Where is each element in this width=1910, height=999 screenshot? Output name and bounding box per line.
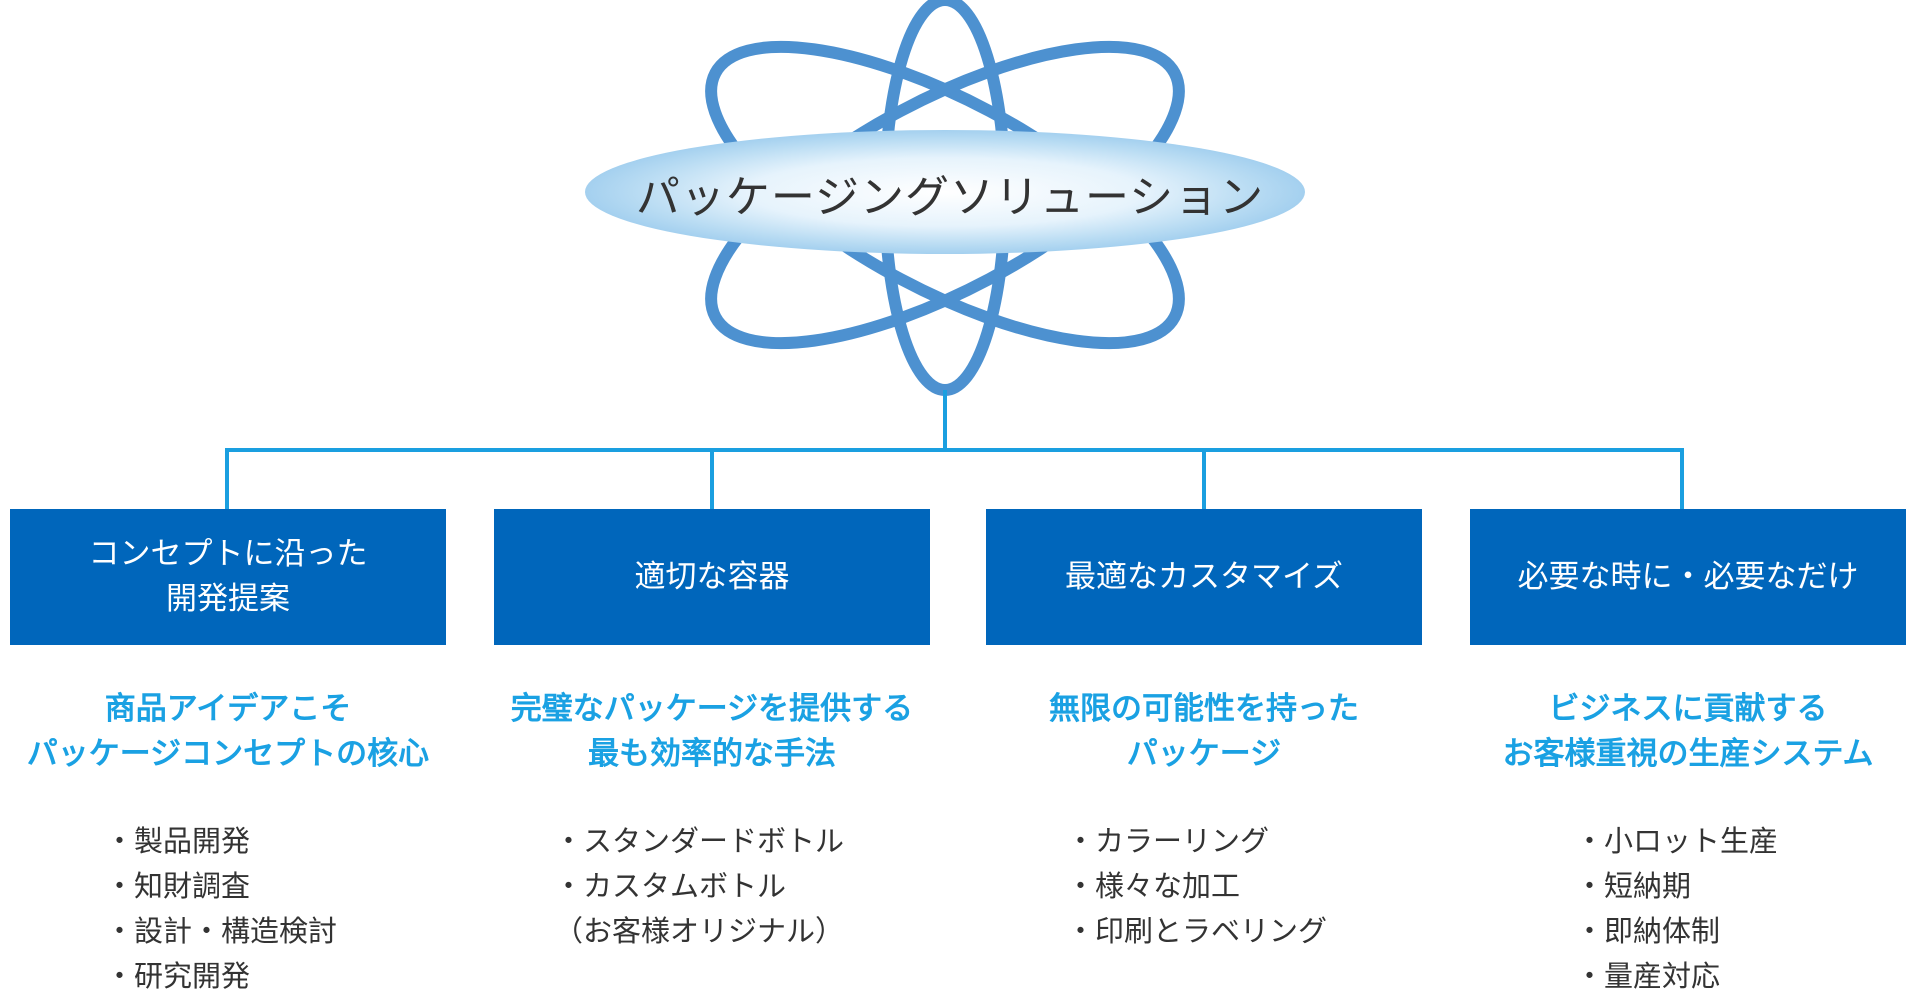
heading-line: 完璧なパッケージを提供する xyxy=(510,691,914,727)
orbit-diagonal-right xyxy=(705,40,1185,350)
category-box: 最適なカスタマイズ xyxy=(986,509,1422,645)
item-list: ・スタンダードボトル ・カスタムボトル （お客様オリジナル） xyxy=(494,819,930,954)
heading-line: 最も効率的な手法 xyxy=(588,735,836,772)
box-label-line: 最適なカスタマイズ xyxy=(1064,558,1344,595)
item-list: ・製品開発 ・知財調査 ・設計・構造検討 ・研究開発 xyxy=(10,819,446,999)
column-concept: コンセプトに沿った開発提案 商品アイデアこそパッケージコンセプトの核心 ・製品開… xyxy=(10,509,446,999)
list-item: ・様々な加工 xyxy=(1066,868,1241,903)
column-customize: 最適なカスタマイズ 無限の可能性を持ったパッケージ ・カラーリング ・様々な加工… xyxy=(986,509,1422,954)
orbit-diagonal-left xyxy=(705,40,1185,350)
list-item: ・印刷とラベリング xyxy=(1066,913,1328,948)
list-item: ・小ロット生産 xyxy=(1575,823,1779,858)
list-item: ・製品開発 xyxy=(105,823,251,858)
box-label-line: 開発提案 xyxy=(166,581,290,617)
list-item: ・量産対応 xyxy=(1575,958,1721,993)
heading-line: パッケージ xyxy=(1126,735,1282,772)
list-item: ・スタンダードボトル xyxy=(554,823,845,858)
list-item: ・知財調査 xyxy=(105,868,251,903)
category-heading: ビジネスに貢献するお客様重視の生産システム xyxy=(1470,687,1906,777)
category-box: コンセプトに沿った開発提案 xyxy=(10,509,446,645)
list-item: ・研究開発 xyxy=(105,958,251,993)
box-label-line: コンセプトに沿った xyxy=(88,536,368,573)
heading-line: ビジネスに貢献する xyxy=(1548,691,1828,727)
heading-line: お客様重視の生産システム xyxy=(1502,735,1874,772)
heading-line: 無限の可能性を持った xyxy=(1049,691,1359,727)
connector-lines xyxy=(225,390,1684,509)
title-glow xyxy=(585,130,1305,254)
diagram-title: パッケージングソリューション xyxy=(635,172,1265,223)
category-heading: 商品アイデアこそパッケージコンセプトの核心 xyxy=(10,687,446,777)
category-heading: 無限の可能性を持ったパッケージ xyxy=(986,687,1422,777)
list-item: ・即納体制 xyxy=(1575,913,1721,948)
heading-line: パッケージコンセプトの核心 xyxy=(26,735,430,772)
category-box: 必要な時に・必要なだけ xyxy=(1470,509,1906,645)
list-item: ・カラーリング xyxy=(1066,823,1270,858)
item-list: ・カラーリング ・様々な加工 ・印刷とラベリング xyxy=(986,819,1422,954)
box-label-line: 必要な時に・必要なだけ xyxy=(1517,558,1859,595)
column-production: 必要な時に・必要なだけ ビジネスに貢献するお客様重視の生産システム ・小ロット生… xyxy=(1470,509,1906,999)
category-heading: 完璧なパッケージを提供する最も効率的な手法 xyxy=(494,687,930,777)
list-item: ・カスタムボトル xyxy=(554,868,787,903)
category-box: 適切な容器 xyxy=(494,509,930,645)
heading-line: 商品アイデアこそ xyxy=(104,691,352,727)
item-list: ・小ロット生産 ・短納期 ・即納体制 ・量産対応 xyxy=(1470,819,1906,999)
column-container: 適切な容器 完璧なパッケージを提供する最も効率的な手法 ・スタンダードボトル ・… xyxy=(494,509,930,954)
list-item: （お客様オリジナル） xyxy=(554,913,845,948)
list-item: ・設計・構造検討 xyxy=(105,913,338,948)
list-item: ・短納期 xyxy=(1575,868,1692,903)
box-label-line: 適切な容器 xyxy=(634,558,790,595)
